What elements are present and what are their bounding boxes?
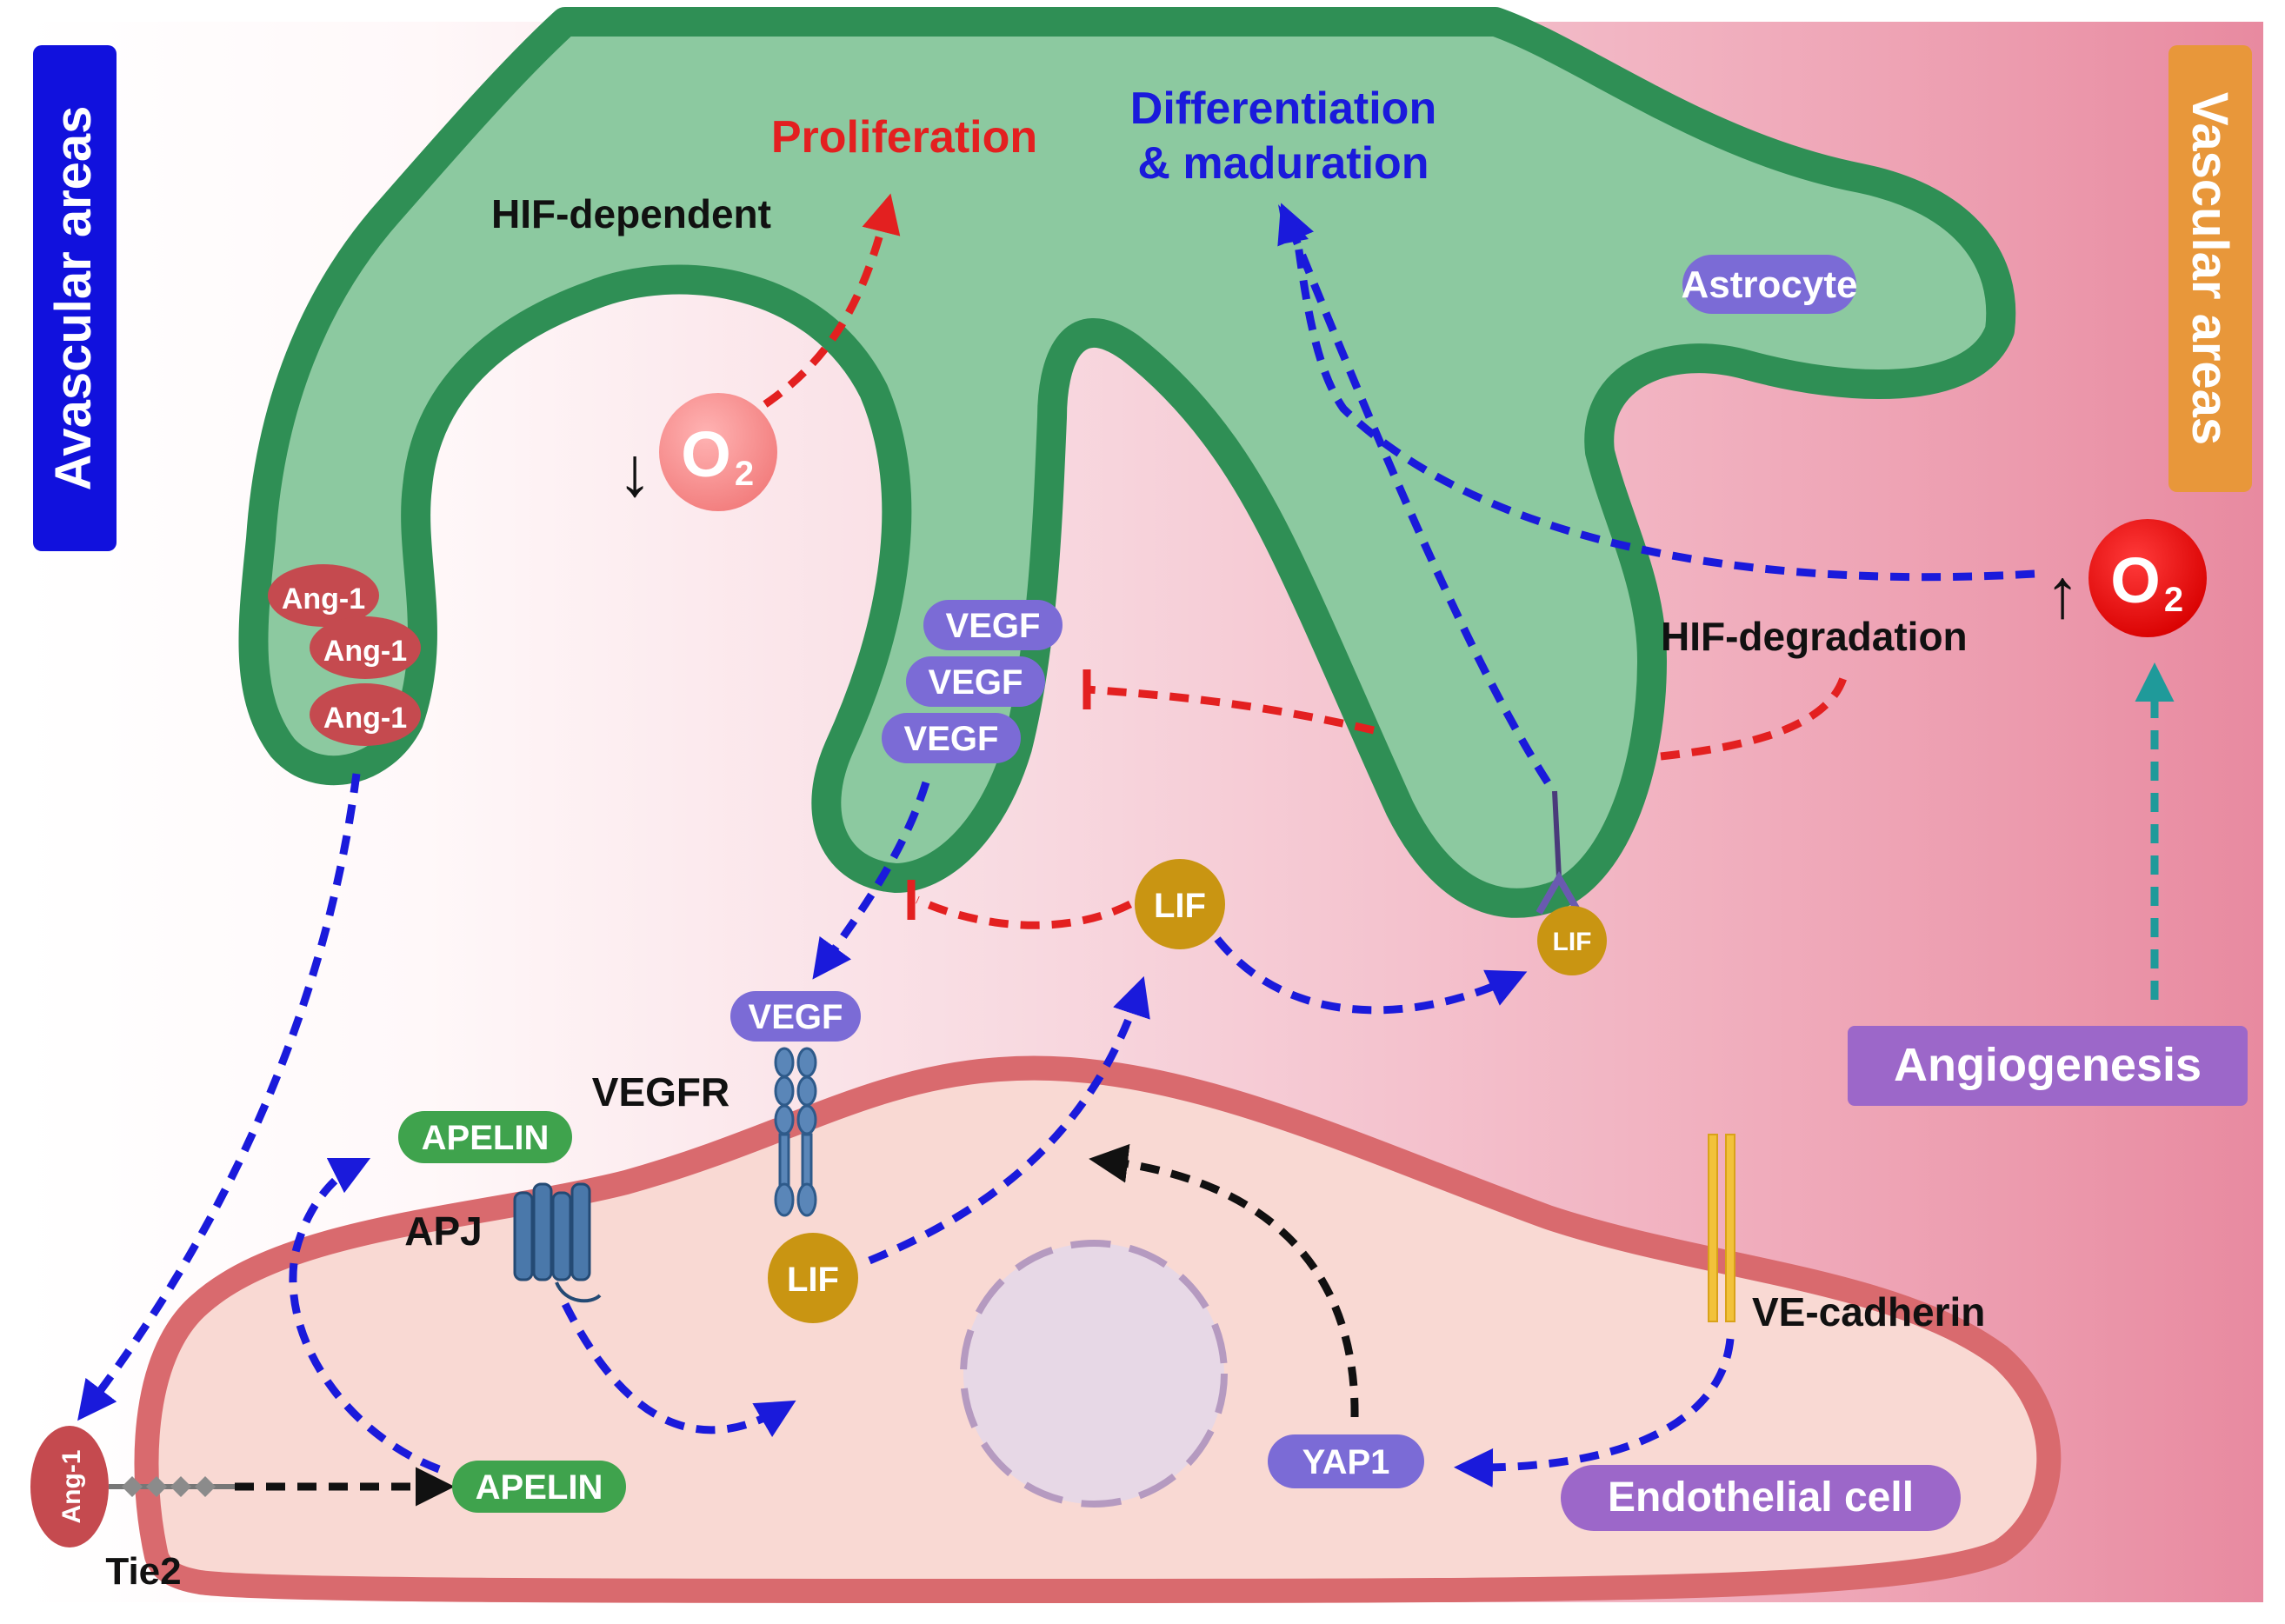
vegf-pill xyxy=(882,713,1021,763)
o2-high-bubble xyxy=(2088,519,2207,637)
o2-low-symbol: O xyxy=(681,418,731,490)
astrocyte-tag: Astrocyte xyxy=(1682,255,1858,314)
astrocyte-label: Astrocyte xyxy=(1682,263,1858,306)
low-oxygen: ↓ O 2 xyxy=(617,393,777,511)
endothelial-lif: LIF xyxy=(768,1233,858,1323)
down-arrow-icon: ↓ xyxy=(617,433,652,510)
ang1-cluster: Ang-1 Ang-1 Ang-1 xyxy=(268,564,421,746)
ang1-label: Ang-1 xyxy=(282,582,365,616)
secreted-lif-label: LIF xyxy=(1154,887,1206,925)
arrow-o2-to-differentiation xyxy=(1291,225,2035,582)
hif-dependent-label: HIF-dependent xyxy=(491,191,771,236)
secreted-lif: LIF xyxy=(1135,859,1225,949)
ang1-ligand-label: Ang-1 xyxy=(57,1450,86,1524)
proliferation-label: Proliferation xyxy=(771,112,1037,163)
arrows xyxy=(77,193,2175,1507)
arrow-lif-to-astrocyte xyxy=(1214,936,1528,1015)
ang1-ligand xyxy=(30,1426,109,1547)
endothelial-lif-label: LIF xyxy=(787,1261,839,1299)
arrow-lif-inhibit-vegf xyxy=(916,895,1133,929)
astrocyte-lif-receptor: LIF xyxy=(1536,790,1607,975)
endothelial-tag: Endothelial cell xyxy=(1561,1465,1961,1531)
ang1-blob xyxy=(310,683,421,746)
arrow-o2-to-proliferation xyxy=(763,193,901,408)
endothelial-label: Endothelial cell xyxy=(1608,1474,1914,1521)
vegf-bound-label: VEGF xyxy=(749,998,843,1036)
ang1-blob xyxy=(310,616,421,679)
yap1: YAP1 xyxy=(1268,1434,1424,1488)
arrow-vegf-to-vegfr xyxy=(812,781,930,980)
vegf-pill xyxy=(906,656,1045,707)
arrow-lif-to-differentiation xyxy=(1277,203,1551,785)
vegfr-receptor: VEGF VEGFR xyxy=(592,991,861,1217)
apelin-bottom-label: APELIN xyxy=(476,1468,603,1507)
o2-low-bubble xyxy=(659,393,777,511)
nucleus xyxy=(960,1240,1228,1508)
lif-bound xyxy=(1537,906,1607,975)
o2-high-subscript: 2 xyxy=(2164,581,2183,619)
ve-cadherin-label: VE-cadherin xyxy=(1752,1289,1985,1334)
yap1-label: YAP1 xyxy=(1302,1443,1390,1481)
avascular-areas-label: Avascular areas xyxy=(33,45,117,551)
angiogenesis-label: Angiogenesis xyxy=(1894,1039,2202,1091)
apj-receptor: APJ xyxy=(404,1182,602,1303)
o2-high-symbol: O xyxy=(2110,544,2161,616)
apelin-bottom: APELIN xyxy=(452,1461,626,1513)
hif-degradation-label: HIF-degradation xyxy=(1661,614,1968,659)
up-arrow-icon: ↑ xyxy=(2045,555,2080,632)
ang1-label: Ang-1 xyxy=(323,635,407,668)
vegf-label: VEGF xyxy=(929,663,1023,702)
arrow-ang1-to-tie2 xyxy=(77,773,361,1421)
arrow-vecadherin-to-yap1 xyxy=(1454,1338,1735,1488)
ang1-label: Ang-1 xyxy=(323,702,407,735)
lif-bound-label: LIF xyxy=(1553,928,1592,956)
vascular-areas-label: Vascular areas xyxy=(2168,45,2252,492)
arrowhead-differentiation xyxy=(1278,204,1309,243)
arrow-apelin-loop xyxy=(289,1157,441,1474)
vascular-areas-text: Vascular areas xyxy=(2182,92,2238,445)
arrow-lif-secretion xyxy=(868,975,1150,1265)
arrow-apj-to-lif xyxy=(561,1301,796,1438)
ve-cadherin: VE-cadherin xyxy=(1708,1134,1985,1334)
vegf-pill xyxy=(923,600,1063,650)
high-oxygen: ↑ O 2 xyxy=(2045,519,2207,637)
arrow-yap1-to-membrane xyxy=(1089,1143,1359,1418)
apelin-top: APELIN xyxy=(398,1111,572,1163)
vegf-stack: VEGF VEGF VEGF xyxy=(882,600,1063,763)
angiogenesis-box: Angiogenesis xyxy=(1848,1026,2248,1106)
maduration-label: & maduration xyxy=(1137,138,1429,189)
endothelial-cell xyxy=(134,1055,2062,1603)
apelin-top-label: APELIN xyxy=(422,1119,550,1157)
ang1-blob xyxy=(268,564,379,627)
differentiation-label: Differentiation xyxy=(1130,83,1436,134)
o2-low-subscript: 2 xyxy=(735,455,754,493)
arrow-hif-inhibit-vegf xyxy=(1086,685,1376,735)
avascular-areas-text: Avascular areas xyxy=(45,106,102,491)
apj-label: APJ xyxy=(404,1208,482,1254)
vegf-label: VEGF xyxy=(904,720,999,758)
tie2-label: Tie2 xyxy=(105,1550,181,1593)
vegf-label: VEGF xyxy=(946,607,1041,645)
vegf-bound-pill xyxy=(730,991,861,1042)
vegfr-label: VEGFR xyxy=(592,1069,729,1115)
tie2-receptor: Ang-1 Tie2 xyxy=(30,1426,235,1593)
